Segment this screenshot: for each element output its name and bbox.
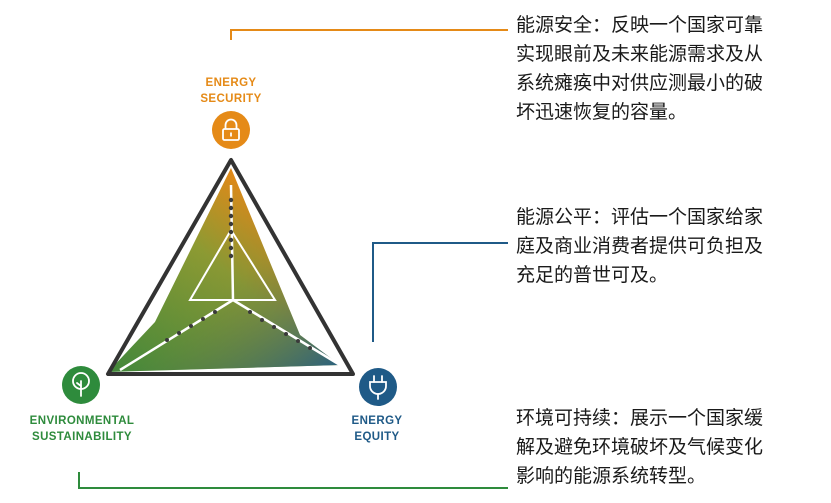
security-label-line-2: SECURITY bbox=[200, 93, 261, 105]
node-energy-security: ENERGY SECURITY bbox=[200, 77, 261, 149]
energy-equity-description: 能源公平：评估一个国家给家 庭及商业消费者提供可负担及 充足的普世可及。 bbox=[516, 206, 764, 286]
equity-label-line-2: EQUITY bbox=[354, 431, 399, 443]
outer-triangle bbox=[106, 158, 355, 376]
power-plug-icon bbox=[369, 375, 387, 400]
sustainability-label-line-2: SUSTAINABILITY bbox=[32, 431, 132, 443]
security-icon-circle bbox=[212, 111, 250, 149]
node-energy-equity: ENERGY EQUITY bbox=[352, 368, 403, 443]
security-leader-line bbox=[230, 29, 508, 40]
energy-security-description: 能源安全：反映一个国家可靠 实现眼前及未来能源需求及从 系统瘫痪中对供应测最小的… bbox=[516, 14, 764, 123]
node-environmental-sustainability: ENVIRONMENTAL SUSTAINABILITY bbox=[30, 366, 135, 443]
equity-leader-line bbox=[372, 242, 508, 342]
equity-label-line-1: ENERGY bbox=[352, 415, 403, 427]
tree-icon bbox=[72, 372, 90, 397]
padlock-icon bbox=[222, 118, 240, 141]
security-label-line-1: ENERGY bbox=[206, 77, 257, 89]
axis-dots bbox=[165, 197, 312, 350]
sustainability-leader-line bbox=[78, 472, 508, 489]
equity-icon-circle bbox=[359, 368, 397, 406]
environmental-sustainability-description: 环境可持续：展示一个国家缓 解及避免环境破坏及气候变化 影响的能源系统转型。 bbox=[516, 407, 764, 487]
sustainability-label-line-1: ENVIRONMENTAL bbox=[30, 415, 135, 427]
performance-area-overlay bbox=[108, 168, 340, 372]
